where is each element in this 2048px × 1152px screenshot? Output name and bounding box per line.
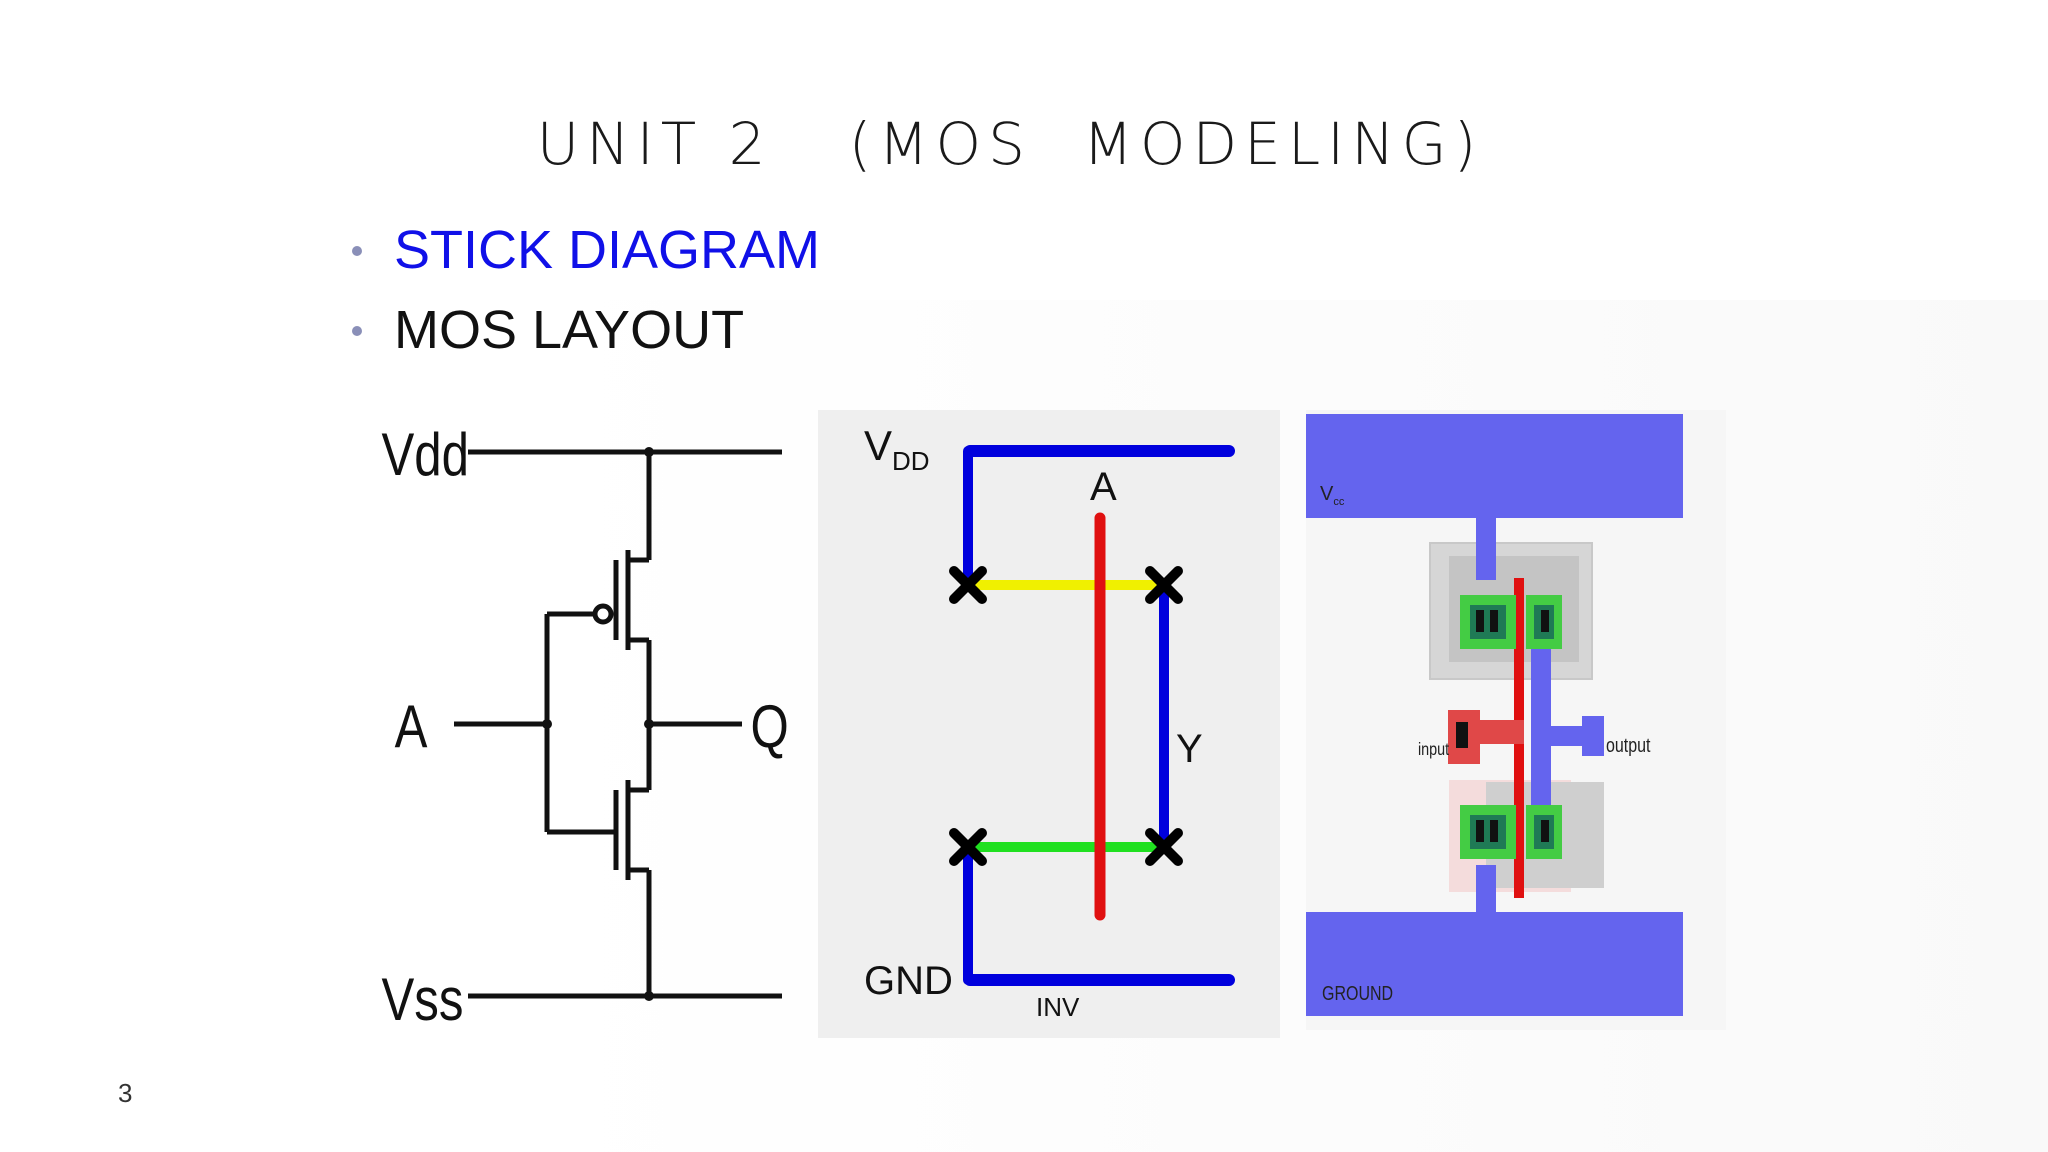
inv-caption: INV (1036, 992, 1080, 1022)
vss-label: Vss (381, 965, 463, 1030)
bullet-mos-layout: MOS LAYOUT (348, 290, 820, 370)
input-a-label: A (395, 692, 428, 760)
mos-layout: Vcc input output GROUND (1306, 410, 1726, 1030)
output-label: output (1606, 734, 1650, 756)
output-q-label: Q (750, 692, 788, 760)
bullet-text: STICK DIAGRAM (394, 220, 821, 280)
background-shade (540, 300, 2048, 1152)
inverter-schematic: Vdd Vss A Q (381, 420, 788, 1030)
stick-background (818, 410, 1280, 1038)
input-label: input (1418, 740, 1450, 760)
stick-diagram: VDD A Y GND INV (818, 410, 1280, 1038)
ground-label: GROUND (1322, 982, 1393, 1004)
output-y-label: Y (1176, 727, 1203, 771)
page-number: 3 (118, 1078, 133, 1108)
vcc-label: Vcc (1320, 483, 1345, 508)
bullet-stick-diagram: STICK DIAGRAM (348, 210, 820, 290)
bullet-dot-icon (352, 246, 362, 256)
vdd-label: Vdd (381, 420, 469, 488)
slide-title: UNIT 2 (MOS MODELING) (536, 110, 1484, 178)
gnd-label: GND (864, 959, 953, 1003)
bullet-list: STICK DIAGRAM MOS LAYOUT (348, 210, 820, 370)
bullet-dot-icon (352, 326, 362, 336)
vdd-label: VDD (864, 422, 930, 476)
bullet-text: MOS LAYOUT (394, 300, 745, 360)
input-a-label: A (1090, 465, 1117, 509)
